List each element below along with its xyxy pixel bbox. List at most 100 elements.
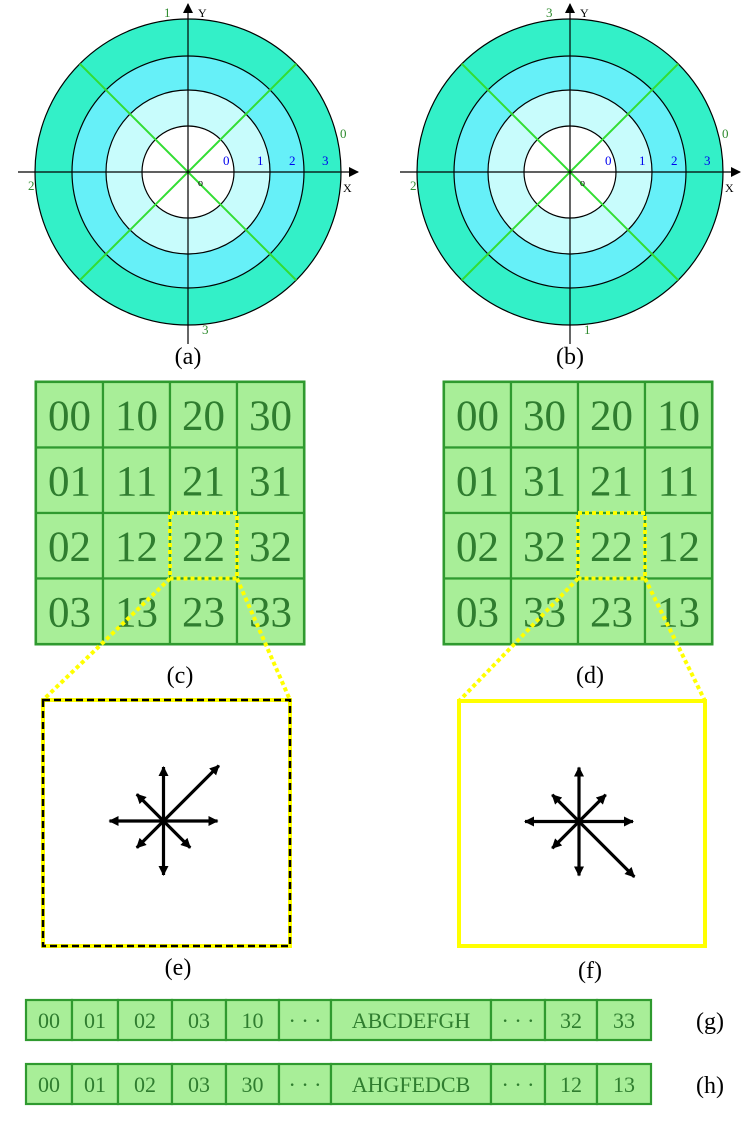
grid-cell-label: 03 [48, 589, 91, 636]
grid-cell-label: 03 [456, 589, 499, 636]
sequence-cell-label: 12 [560, 1072, 582, 1097]
grid-cell-label: 33 [249, 589, 292, 636]
sequence-cell-label: 32 [560, 1008, 582, 1033]
grid-cell-label: 21 [182, 458, 225, 505]
caption: (g) [696, 1009, 724, 1035]
grid-cell-label: 23 [182, 589, 225, 636]
grid-cell [235, 511, 306, 580]
direction-arrow [577, 793, 607, 823]
grid-cell [168, 446, 239, 515]
caption: (e) [165, 955, 192, 981]
quadrant-label-left: 2 [410, 178, 417, 193]
direction-arrow [162, 764, 220, 823]
grid-cell [34, 446, 105, 515]
sequence-cell-label: 01 [84, 1072, 106, 1097]
grid-cell-label: 11 [116, 458, 157, 505]
sequence-cell-label: 00 [38, 1008, 60, 1033]
sequence-cell-label: ABCDEFGH [352, 1008, 471, 1033]
grid-cell-label: 22 [182, 524, 225, 571]
zoom-box-border [41, 698, 292, 948]
zoom-connector [643, 577, 707, 702]
caption: (h) [696, 1073, 724, 1099]
grid-cell-label: 30 [249, 393, 292, 440]
zoom_f-zoom-panel: (f) [457, 577, 707, 984]
grid-cell [101, 446, 172, 515]
sequence-cell-label: 03 [188, 1008, 210, 1033]
grid-cell [442, 380, 513, 449]
sequence-cell [329, 998, 493, 1042]
sequence-cell-label: 13 [613, 1072, 635, 1097]
sequence-cell-label: · · · [289, 1008, 322, 1033]
sequence-cell [24, 998, 74, 1042]
grid-cell [235, 577, 306, 646]
grid-cell-label: 31 [249, 458, 292, 505]
quadrant-label-right: 0 [722, 126, 729, 141]
direction-arrow [577, 820, 636, 878]
sequence-cell-label: 02 [134, 1072, 156, 1097]
grid-cell-label: 00 [456, 393, 499, 440]
ring-label: 1 [639, 153, 646, 168]
highlight-box [576, 511, 647, 581]
quadrant-label-top: 1 [164, 5, 171, 20]
sequence-cell-label: 33 [613, 1008, 635, 1033]
sequence-cell [70, 1062, 120, 1106]
origin-label: o [198, 178, 203, 189]
quadrant-label-bottom: 1 [584, 322, 591, 337]
ring-label: 1 [257, 153, 264, 168]
grid-cell-label: 01 [48, 458, 91, 505]
grid-cell-label: 01 [456, 458, 499, 505]
grid-cell [643, 380, 714, 449]
ring-label: 0 [223, 153, 230, 168]
caption: (a) [175, 344, 202, 370]
sequence-cell [595, 998, 653, 1042]
sequence-cell [543, 1062, 599, 1106]
grid-cell [643, 577, 714, 646]
direction-arrow [551, 793, 581, 823]
sequence-cell-label: 02 [134, 1008, 156, 1033]
sequence-cell-label: · · · [289, 1072, 322, 1097]
grid-cell-label: 22 [590, 524, 633, 571]
caption: (d) [576, 663, 604, 689]
grid-cell-label: 10 [115, 393, 158, 440]
sequence-cell [595, 1062, 653, 1106]
ring-label: 3 [322, 153, 329, 168]
grid-cell-label: 13 [657, 589, 700, 636]
caption: (c) [167, 663, 194, 689]
sequence-cell-label: 01 [84, 1008, 106, 1033]
sequence-cell-label: AHGFEDCB [352, 1072, 471, 1097]
direction-arrow [162, 819, 192, 849]
grid-cell [34, 380, 105, 449]
highlight-box [168, 511, 239, 581]
ring-label: 2 [671, 153, 678, 168]
grid-cell-label: 00 [48, 393, 91, 440]
sequence-cell-label: · · · [502, 1008, 535, 1033]
ring-label: 3 [704, 153, 711, 168]
grid-cell-label: 02 [48, 524, 91, 571]
sequence-cell-label: 00 [38, 1072, 60, 1097]
sequence-cell [489, 998, 547, 1042]
sequence-cell [329, 1062, 493, 1106]
quadrant-label-left: 2 [28, 178, 35, 193]
grid-cell-label: 02 [456, 524, 499, 571]
y-axis-label: Y [198, 6, 207, 20]
grid-cell [168, 380, 239, 449]
ring-label: 2 [289, 153, 296, 168]
ring-label: 0 [605, 153, 612, 168]
grid-cell-label: 12 [657, 524, 700, 571]
sequence-cell [170, 998, 228, 1042]
grid-cell [235, 446, 306, 515]
grid-cell-label: 11 [658, 458, 699, 505]
grid-cell-label: 32 [523, 524, 566, 571]
y-axis-label: Y [580, 6, 589, 20]
sequence-cell [170, 1062, 228, 1106]
quadrant-label-bottom: 3 [202, 322, 209, 337]
grid-cell-label: 30 [523, 393, 566, 440]
zoom-connector [41, 577, 172, 702]
grid-cell [168, 511, 239, 580]
zoom-box-border [457, 699, 707, 948]
